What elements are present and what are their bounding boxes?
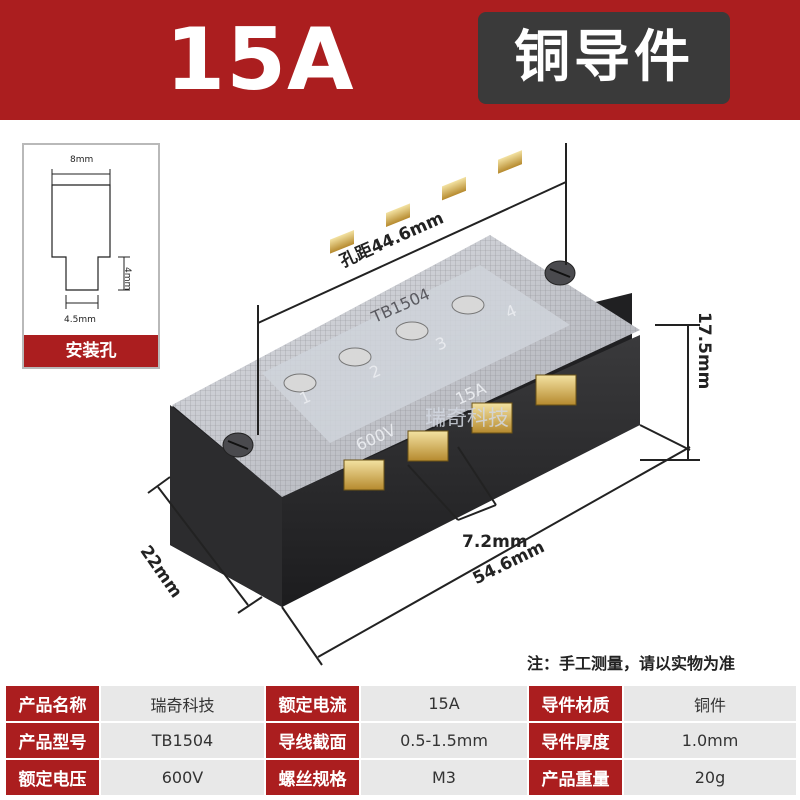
spec-label: 产品型号	[4, 721, 101, 760]
spec-label: 导线截面	[264, 721, 361, 760]
mounting-hole-drawing	[51, 169, 130, 309]
header-title: 15A	[165, 10, 355, 110]
clear-window	[262, 265, 570, 443]
body-side-face	[170, 405, 282, 607]
mounting-hole-diagram: 8mm 4mm 4.5mm 安装孔	[22, 143, 160, 369]
spec-value: TB1504	[99, 721, 266, 760]
spec-table: 产品名称 瑞奇科技 额定电流 15A 导件材质 铜件 产品型号 TB1504 导…	[4, 684, 798, 797]
height-label: 17.5mm	[694, 312, 714, 390]
spec-label: 导件材质	[527, 684, 624, 723]
spec-value: 20g	[622, 758, 798, 797]
spec-value: 瑞奇科技	[99, 684, 266, 723]
brand-watermark: 瑞奇科技	[425, 406, 509, 430]
hole-width-top-label: 8mm	[70, 155, 94, 165]
hole-caption: 安装孔	[24, 335, 158, 367]
spec-row: 产品名称 瑞奇科技 额定电流 15A 导件材质 铜件	[4, 684, 798, 723]
spec-label: 螺丝规格	[264, 758, 361, 797]
spec-label: 导件厚度	[527, 721, 624, 760]
spec-label: 产品重量	[527, 758, 624, 797]
spec-value: 1.0mm	[622, 721, 798, 760]
spec-label: 额定电流	[264, 684, 361, 723]
terminal-block-illustration	[147, 143, 700, 666]
measurement-note: 注：手工测量，请以实物为准	[527, 654, 736, 673]
terminal-screws	[283, 150, 522, 393]
spec-value: M3	[359, 758, 529, 797]
spec-label: 产品名称	[4, 684, 101, 723]
spec-value: 15A	[359, 684, 529, 723]
spec-row: 产品型号 TB1504 导线截面 0.5-1.5mm 导件厚度 1.0mm	[4, 721, 798, 760]
spec-label: 额定电压	[4, 758, 101, 797]
spec-value: 铜件	[622, 684, 798, 723]
header-badge: 铜导件	[478, 12, 730, 104]
spec-value: 600V	[99, 758, 266, 797]
terminal-pitch-label: 7.2mm	[462, 532, 528, 552]
wire-clamps	[343, 374, 577, 491]
spec-value: 0.5-1.5mm	[359, 721, 529, 760]
header-banner: 15A 铜导件	[0, 0, 800, 120]
hole-width-bottom-label: 4.5mm	[64, 315, 96, 325]
spec-row: 额定电压 600V 螺丝规格 M3 产品重量 20g	[4, 758, 798, 797]
dimension-lines	[147, 143, 700, 666]
